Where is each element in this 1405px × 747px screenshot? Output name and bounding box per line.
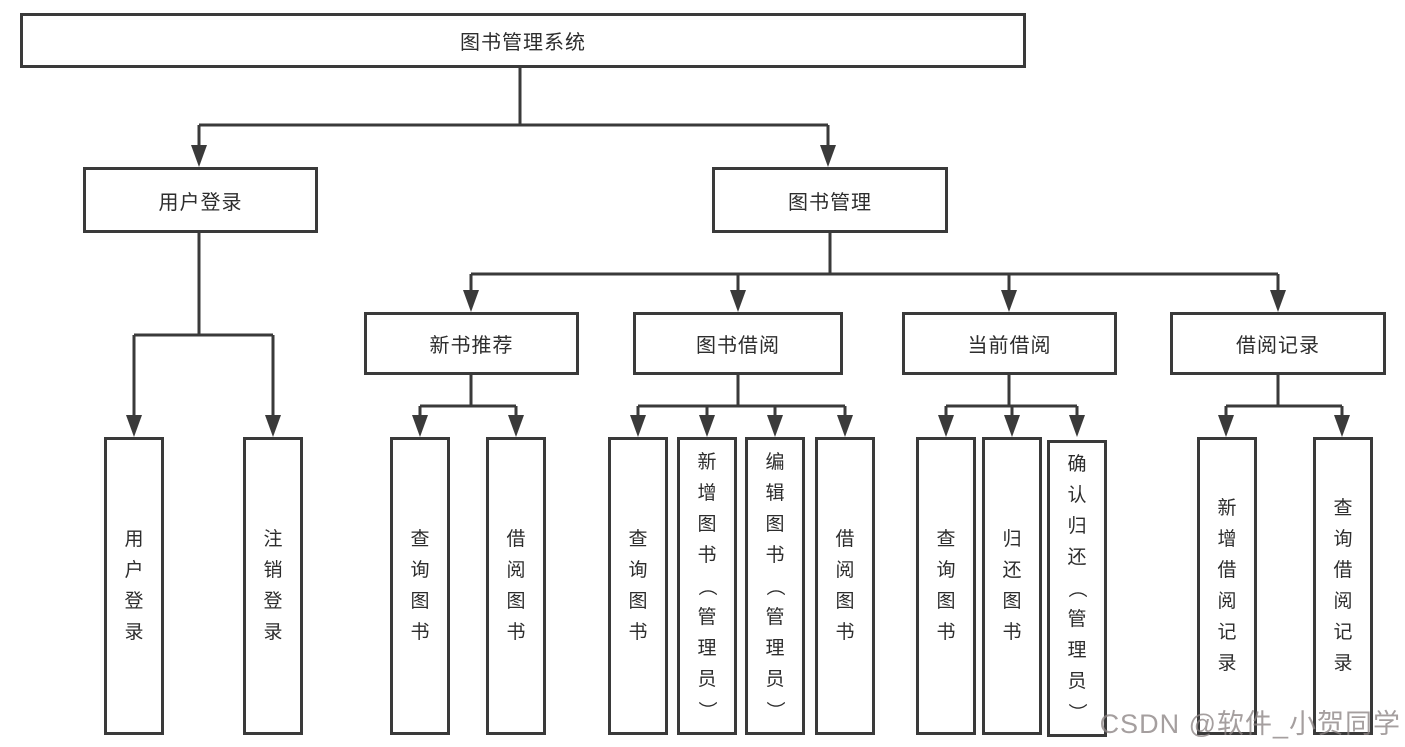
leaf-logout: 注销登录 [243,437,303,735]
leaf-borrow-books-borrowing: 借阅图书 [815,437,875,735]
node-borrowing-records: 借阅记录 [1170,312,1386,375]
leaf-return-books: 归还图书 [982,437,1042,735]
node-root-library-system: 图书管理系统 [20,13,1026,68]
node-book-management: 图书管理 [712,167,948,233]
node-user-login: 用户登录 [83,167,318,233]
leaf-borrow-books-recommend: 借阅图书 [486,437,546,735]
leaf-add-borrow-record: 新增借阅记录 [1197,437,1257,735]
node-current-borrowing: 当前借阅 [902,312,1117,375]
leaf-query-books-recommend: 查询图书 [390,437,450,735]
leaf-edit-book-admin: 编辑图书（管理员） [745,437,805,735]
leaf-confirm-return-admin: 确认归还（管理员） [1047,440,1107,737]
leaf-user-login: 用户登录 [104,437,164,735]
leaf-query-books-current: 查询图书 [916,437,976,735]
leaf-query-borrow-record: 查询借阅记录 [1313,437,1373,735]
leaf-add-book-admin: 新增图书（管理员） [677,437,737,735]
node-new-book-recommendation: 新书推荐 [364,312,579,375]
leaf-query-books-borrowing: 查询图书 [608,437,668,735]
node-book-borrowing: 图书借阅 [633,312,843,375]
